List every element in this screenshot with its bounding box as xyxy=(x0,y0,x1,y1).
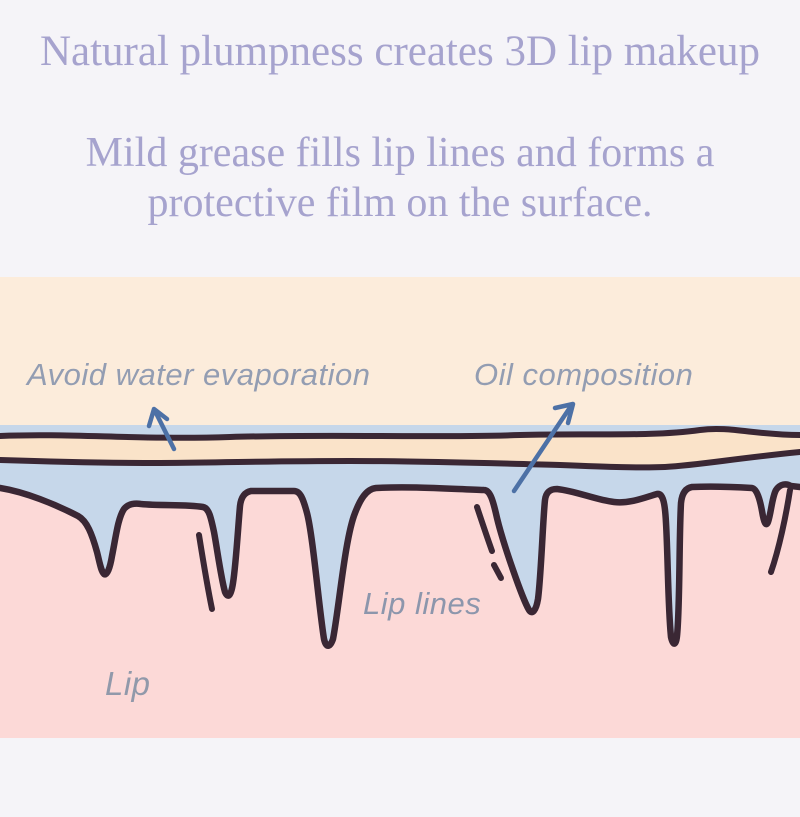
oil-composition-label: Oil composition xyxy=(474,357,694,392)
oil-film-bottom-outline xyxy=(0,449,800,471)
oil-composition-arrow-head xyxy=(552,401,576,426)
page-subtitle: Mild grease fills lip lines and forms a … xyxy=(0,129,800,228)
water-evaporation-arrow xyxy=(146,406,177,452)
oil-film-top-outline xyxy=(0,425,800,441)
avoid-water-evaporation-label: Avoid water evaporation xyxy=(27,357,371,392)
water-evaporation-arrow-shaft xyxy=(152,408,177,452)
subtitle-line-2: protective film on the surface. xyxy=(147,179,653,226)
lip-line-crack-dash-1 xyxy=(474,504,495,554)
lip-line-crack-left xyxy=(196,532,215,612)
water-evaporation-arrow-head xyxy=(146,406,170,429)
lip-cross-section-diagram xyxy=(0,277,800,738)
lip-cross-section-illustration xyxy=(0,277,800,738)
lip-line-crack-dash-2 xyxy=(491,562,504,581)
oil-composition-arrow xyxy=(511,401,576,494)
page-title: Natural plumpness creates 3D lip makeup xyxy=(39,28,761,75)
oil-composition-arrow-shaft xyxy=(511,403,574,494)
lip-line-crack-right xyxy=(768,487,793,575)
lip-lines-label: Lip lines xyxy=(363,586,482,621)
subtitle-line-1: Mild grease fills lip lines and forms a xyxy=(85,130,715,176)
lip-surface-outline xyxy=(0,481,800,649)
lip-label: Lip xyxy=(105,665,151,702)
